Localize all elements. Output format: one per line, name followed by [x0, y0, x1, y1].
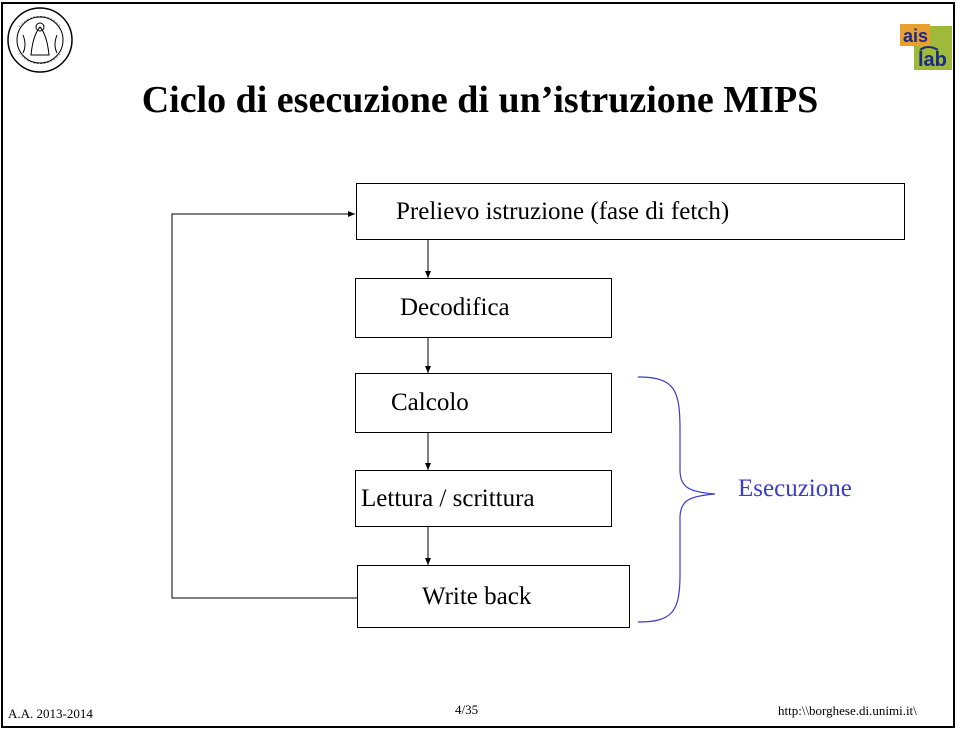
execution-group-label: Esecuzione: [738, 475, 852, 502]
step-writeback-box: Write back: [357, 565, 630, 628]
footer-url: http:\\borghese.di.unimi.it\: [778, 703, 917, 718]
svg-text:ais: ais: [903, 26, 928, 46]
step-fetch-label: Prelievo istruzione (fase di fetch): [396, 197, 730, 225]
step-calc-box: Calcolo: [355, 373, 612, 433]
step-decode-box: Decodifica: [355, 278, 612, 338]
step-calc-label: Calcolo: [391, 389, 469, 416]
slide-title: Ciclo di esecuzione di un’istruzione MIP…: [141, 79, 819, 121]
execution-brace: [637, 376, 716, 623]
footer-academic-year: A.A. 2013-2014: [8, 706, 93, 721]
ais-lab-logo: ais lab: [900, 24, 952, 71]
footer-page-number: 4/35: [455, 702, 479, 717]
step-writeback-label: Write back: [422, 582, 532, 610]
university-seal-logo: [7, 7, 73, 73]
step-decode-label: Decodifica: [400, 294, 510, 321]
svg-text:lab: lab: [918, 49, 947, 71]
loop-back-arrow: [171, 211, 357, 599]
step-readwrite-label: Lettura / scrittura: [361, 484, 535, 512]
step-fetch-box: Prelievo istruzione (fase di fetch): [356, 183, 905, 240]
step-readwrite-box: Lettura / scrittura: [355, 470, 612, 527]
